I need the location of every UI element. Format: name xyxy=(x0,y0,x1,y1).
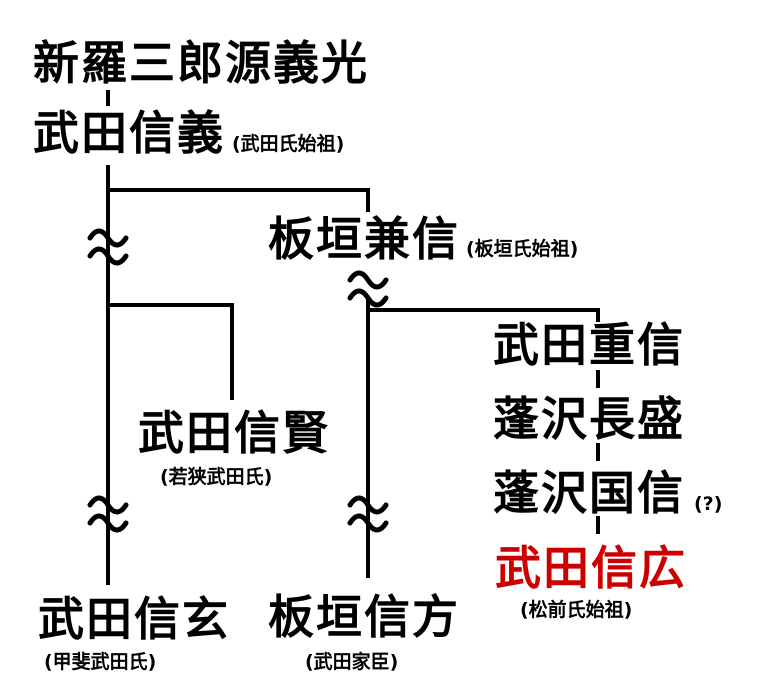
wave-break-icon xyxy=(347,495,389,533)
person-takeda-nobuyoshi: 武田信義 xyxy=(33,106,225,160)
person-yomogisawa-kuninobu: 蓬沢国信 xyxy=(493,466,685,520)
wave-break-icon xyxy=(87,495,129,533)
note-takeda-nobuhiro: (松前氏始祖) xyxy=(520,599,633,621)
person-takeda-nobuhiro: 武田信広 xyxy=(495,541,687,595)
wave-break-icon xyxy=(87,228,129,266)
note-yomogisawa-kuninobu: (?) xyxy=(694,493,723,515)
line-to-shigenobu xyxy=(368,308,600,322)
person-yomogisawa-nagamori: 蓬沢長盛 xyxy=(493,392,685,446)
person-itagaki-nobukata: 板垣信方 xyxy=(268,590,460,644)
note-takeda-nobuyoshi: (武田氏始祖) xyxy=(232,133,345,155)
person-takeda-shigenobu: 武田重信 xyxy=(493,318,685,372)
note-itagaki-kanenobu: (板垣氏始祖) xyxy=(466,238,579,260)
person-minamoto-yoshimitsu: 新羅三郎源義光 xyxy=(33,36,369,90)
note-takeda-nobukata-wakasa: (若狭武田氏) xyxy=(160,466,273,488)
line-to-nobukata-wakasa xyxy=(108,303,234,400)
note-takeda-shingen: (甲斐武田氏) xyxy=(44,651,157,673)
person-takeda-shingen: 武田信玄 xyxy=(38,592,230,646)
person-takeda-nobukata-wakasa: 武田信賢 xyxy=(138,406,330,460)
person-itagaki-kanenobu: 板垣兼信 xyxy=(268,212,460,266)
wave-break-icon xyxy=(347,270,389,308)
line-to-kanenobu xyxy=(108,188,370,212)
note-itagaki-nobukata: (武田家臣) xyxy=(305,651,399,673)
